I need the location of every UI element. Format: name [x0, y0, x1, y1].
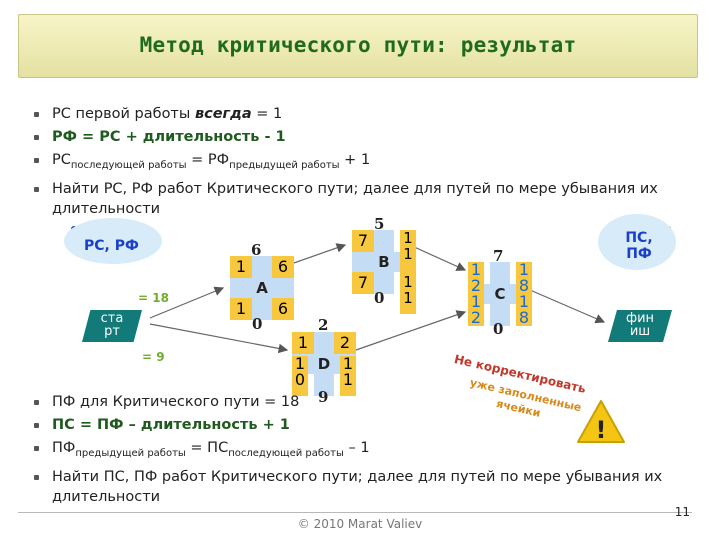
node-b-name: B: [378, 253, 390, 271]
finish-node: финиш: [608, 310, 672, 342]
node-d-name: D: [317, 355, 331, 373]
arrow-b-c: [411, 245, 467, 271]
start-node: старт: [82, 310, 142, 342]
bullet-pf-prev: ПФпредыдущей работы = ПСпоследующей рабо…: [32, 438, 702, 464]
slide-title: Метод критического пути: результат: [139, 33, 577, 57]
node-b-reserve: 0: [374, 289, 385, 307]
bullet-find-rs-rf: Найти РС, РФ работ Критического пути; да…: [32, 179, 702, 219]
node-b-rs: 7: [352, 230, 374, 252]
node-c-rs: 12: [468, 262, 484, 294]
path-length-lower: = 9: [142, 350, 165, 364]
node-b-ps: 7: [352, 272, 374, 294]
arrow-a-b: [290, 243, 347, 265]
warning-icon: !: [577, 400, 625, 444]
node-c-reserve: 0: [493, 320, 504, 338]
node-b-duration: 5: [374, 215, 385, 233]
legend-left-label: РС, РФ: [84, 238, 139, 254]
title-banner: Метод критического пути: результат: [18, 14, 698, 78]
node-d-ps: 10: [292, 356, 308, 396]
node-a: 1 6 1 6 A: [230, 256, 294, 320]
bullets-bottom: ПФ для Критического пути = 18 ПС = ПФ – …: [32, 392, 702, 510]
copyright: © 2010 Marat Valiev: [297, 517, 423, 531]
arrow-d-c: [355, 310, 467, 351]
bullet-find-ps-pf: Найти ПС, ПФ работ Критического пути; да…: [32, 467, 702, 507]
node-a-reserve: 0: [252, 315, 263, 333]
node-d-rf: 2: [334, 332, 356, 354]
path-length-upper: = 18: [138, 291, 169, 305]
node-a-pf: 6: [272, 298, 294, 320]
bullet-pf-critical: ПФ для Критического пути = 18: [32, 392, 702, 412]
footer-divider: [18, 512, 692, 513]
node-d-duration: 2: [318, 316, 329, 334]
node-c-duration: 7: [493, 247, 504, 265]
node-b-pf: 11: [400, 274, 416, 314]
legend-right-label: ПС, ПФ: [625, 230, 653, 262]
node-d: 1 2 10 11 D: [292, 332, 356, 396]
bullets-top: РС первой работы всегда = 1 РФ = РС + дл…: [32, 104, 702, 222]
node-c-ps: 12: [468, 294, 484, 326]
legend-left-oval: [64, 218, 162, 264]
bullet-rs-next: РСпоследующей работы = РФпредыдущей рабо…: [32, 150, 702, 176]
node-c-rf: 18: [516, 262, 532, 294]
node-c-name: C: [494, 285, 506, 303]
node-a-rf: 6: [272, 256, 294, 278]
arrow-c-finish: [529, 289, 606, 324]
node-c: 12 18 12 18 C: [468, 262, 532, 326]
node-a-duration: 6: [251, 241, 262, 259]
node-b-rf: 11: [400, 230, 416, 274]
node-b: 7 11 7 11 B: [352, 230, 416, 314]
legend-right-oval: [598, 214, 676, 270]
node-a-ps: 1: [230, 298, 252, 320]
node-d-pf: 11: [340, 356, 356, 396]
arrow-start-a: [149, 286, 225, 319]
node-c-pf: 18: [516, 294, 532, 326]
bullet-ps-formula: ПС = ПФ – длительность + 1: [32, 415, 702, 435]
page-number: 11: [674, 505, 690, 519]
node-a-rs: 1: [230, 256, 252, 278]
bullet-rs-first: РС первой работы всегда = 1: [32, 104, 702, 124]
node-d-rs: 1: [292, 332, 314, 354]
svg-text:!: !: [596, 416, 607, 444]
node-d-reserve: 9: [318, 388, 329, 406]
arrow-start-d: [149, 323, 289, 354]
node-a-name: A: [256, 279, 268, 297]
bullet-rf-formula: РФ = РС + длительность - 1: [32, 127, 702, 147]
